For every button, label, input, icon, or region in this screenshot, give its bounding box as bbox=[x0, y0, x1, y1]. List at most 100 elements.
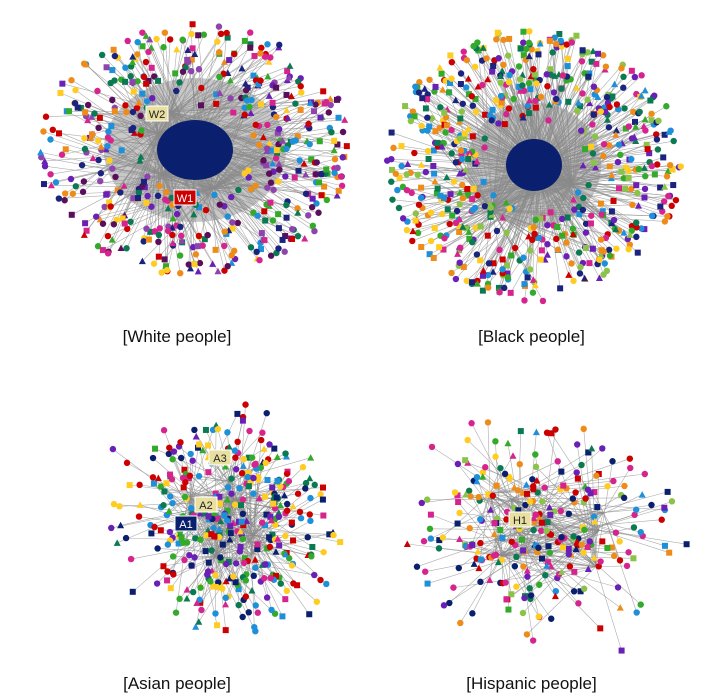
node-circle bbox=[620, 494, 628, 502]
node-square bbox=[449, 212, 456, 219]
node-circle bbox=[554, 458, 561, 465]
node-circle bbox=[282, 532, 289, 540]
node-square bbox=[180, 484, 187, 491]
node-circle bbox=[544, 221, 551, 229]
node-square bbox=[267, 199, 274, 206]
node-circle bbox=[527, 592, 535, 599]
node-square bbox=[309, 543, 316, 550]
edge bbox=[543, 516, 585, 531]
node-square bbox=[599, 538, 606, 545]
node-square bbox=[482, 111, 489, 118]
node-circle bbox=[493, 36, 500, 43]
node-circle bbox=[302, 485, 309, 492]
node-circle bbox=[177, 439, 184, 446]
node-square bbox=[564, 55, 571, 62]
edge bbox=[162, 174, 265, 241]
node-square bbox=[226, 57, 233, 64]
node-square bbox=[530, 519, 537, 526]
node-square bbox=[145, 236, 152, 243]
node-circle bbox=[610, 477, 617, 485]
node-square bbox=[264, 477, 271, 484]
node-circle bbox=[548, 615, 555, 622]
edge bbox=[543, 75, 642, 168]
edge bbox=[442, 183, 573, 215]
node-triangle bbox=[584, 565, 592, 573]
node-triangle bbox=[169, 239, 177, 247]
node-circle bbox=[104, 142, 111, 150]
node-circle bbox=[257, 436, 265, 444]
edge bbox=[212, 160, 264, 190]
node-circle bbox=[483, 55, 490, 62]
node-square bbox=[213, 91, 220, 98]
node-circle bbox=[392, 170, 400, 177]
node-circle bbox=[600, 271, 607, 278]
node-circle bbox=[187, 450, 194, 458]
edge bbox=[492, 210, 503, 274]
node-square bbox=[196, 441, 203, 448]
node-circle bbox=[516, 460, 523, 468]
node-circle bbox=[576, 270, 584, 277]
node-circle bbox=[312, 101, 319, 108]
node-circle bbox=[318, 170, 325, 178]
edge bbox=[170, 49, 178, 113]
edge bbox=[214, 420, 244, 529]
node-circle bbox=[458, 155, 466, 163]
node-square bbox=[666, 549, 673, 556]
node-triangle bbox=[300, 160, 308, 167]
node-circle bbox=[254, 212, 261, 219]
node-circle bbox=[275, 245, 282, 252]
node-circle bbox=[471, 63, 479, 71]
node-square bbox=[625, 174, 632, 181]
node-triangle bbox=[286, 62, 294, 69]
node-square bbox=[559, 232, 566, 239]
node-circle bbox=[67, 175, 75, 183]
node-circle bbox=[239, 613, 246, 621]
node-circle bbox=[223, 560, 230, 568]
node-circle bbox=[503, 229, 510, 236]
node-circle bbox=[463, 277, 470, 284]
node-circle bbox=[648, 110, 655, 117]
node-square bbox=[167, 585, 174, 592]
node-circle bbox=[499, 266, 506, 273]
node-square bbox=[320, 88, 327, 95]
node-triangle bbox=[640, 122, 648, 130]
node-triangle bbox=[129, 53, 137, 60]
hub-core bbox=[506, 139, 562, 191]
node-square bbox=[82, 109, 89, 116]
node-square bbox=[279, 236, 286, 243]
edge bbox=[487, 422, 491, 494]
node-circle bbox=[123, 109, 130, 116]
edge bbox=[170, 99, 252, 113]
node-label: H1 bbox=[508, 511, 532, 528]
node-square bbox=[485, 491, 492, 498]
node-triangle bbox=[307, 454, 315, 461]
node-circle bbox=[164, 541, 172, 548]
node-square bbox=[443, 122, 450, 129]
node-circle bbox=[148, 203, 155, 210]
node-square bbox=[172, 70, 179, 77]
edge bbox=[538, 164, 671, 184]
node-circle bbox=[412, 210, 420, 217]
node-circle bbox=[284, 500, 291, 508]
node-circle bbox=[541, 484, 548, 491]
edge bbox=[511, 498, 543, 524]
node-circle bbox=[670, 137, 677, 145]
node-circle bbox=[435, 545, 443, 552]
edge bbox=[162, 174, 169, 231]
node-triangle bbox=[543, 251, 551, 258]
node-circle bbox=[61, 197, 68, 204]
node-circle bbox=[135, 513, 143, 520]
node-square bbox=[343, 143, 350, 150]
node-triangle bbox=[574, 99, 582, 106]
node-triangle bbox=[443, 173, 451, 181]
node-circle bbox=[629, 201, 636, 209]
edge bbox=[249, 540, 321, 581]
node-circle bbox=[317, 491, 324, 498]
node-circle bbox=[542, 572, 549, 579]
node-circle bbox=[78, 161, 86, 169]
edge bbox=[460, 555, 503, 624]
node-square bbox=[447, 191, 454, 198]
node-circle bbox=[450, 178, 458, 185]
node-circle bbox=[428, 443, 436, 451]
node-circle bbox=[214, 38, 221, 45]
